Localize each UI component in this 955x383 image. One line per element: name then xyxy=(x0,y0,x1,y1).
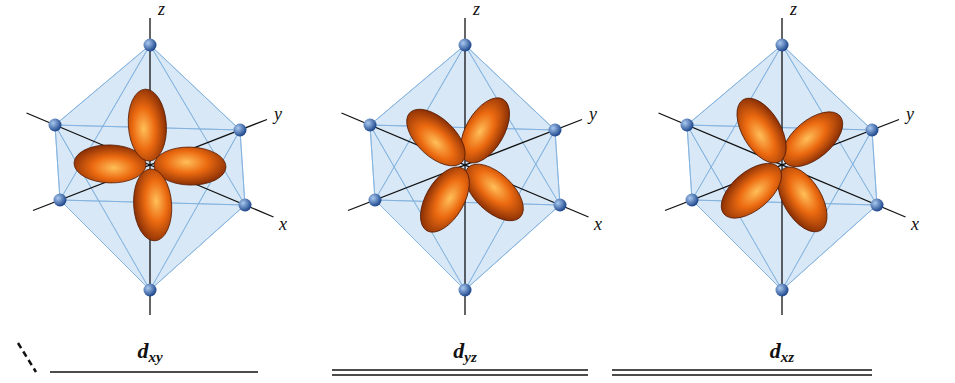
axis-label: y xyxy=(589,105,597,123)
underline xyxy=(332,369,588,371)
orbital-panel xyxy=(612,18,906,375)
underline xyxy=(612,374,872,376)
ligand-sphere xyxy=(681,119,694,132)
orbital-lobe xyxy=(397,99,475,176)
orbital-lobe xyxy=(410,159,479,240)
ligand-sphere xyxy=(234,124,247,137)
orbital-panel xyxy=(27,18,274,372)
orbital-lobe xyxy=(727,90,796,171)
ligand-sphere xyxy=(239,199,252,212)
axis-label: y xyxy=(274,105,282,123)
ligand-sphere xyxy=(54,194,67,207)
ligand-sphere xyxy=(549,124,562,137)
axis-label: z xyxy=(158,0,165,18)
axis-label: x xyxy=(594,215,602,233)
dashed-line xyxy=(18,343,36,372)
ligand-sphere xyxy=(554,199,567,212)
ligand-sphere xyxy=(144,284,157,297)
axis-label: z xyxy=(473,0,480,18)
ligand-sphere xyxy=(686,194,699,207)
axis-label: y xyxy=(906,105,914,123)
axis-label: x xyxy=(911,215,919,233)
ligand-sphere xyxy=(459,284,472,297)
ligand-sphere xyxy=(871,199,884,212)
underline xyxy=(332,374,588,376)
axis-line xyxy=(149,18,150,315)
octahedron-face xyxy=(692,200,877,290)
underline xyxy=(612,369,872,371)
ligand-sphere xyxy=(459,39,472,52)
orbital-label: dxy xyxy=(137,340,162,365)
ligand-sphere xyxy=(776,39,789,52)
octahedron-face xyxy=(375,200,560,290)
orbital-lobe xyxy=(126,88,169,162)
orbital-panel xyxy=(332,18,589,375)
ligand-sphere xyxy=(49,119,62,132)
axis-line xyxy=(464,18,465,315)
orbital-label: dyz xyxy=(453,340,477,365)
axis-line xyxy=(781,18,782,315)
ligand-sphere xyxy=(369,194,382,207)
orbital-lobe xyxy=(712,153,792,228)
ligand-sphere xyxy=(144,39,157,52)
underline xyxy=(50,371,258,373)
ligand-sphere xyxy=(364,119,377,132)
orbital-label: dxz xyxy=(770,340,794,365)
ligand-sphere xyxy=(866,124,879,137)
axis-label: x xyxy=(279,215,287,233)
ligand-sphere xyxy=(776,284,789,297)
axis-label: z xyxy=(790,0,797,18)
orbital-lobe xyxy=(131,168,174,242)
